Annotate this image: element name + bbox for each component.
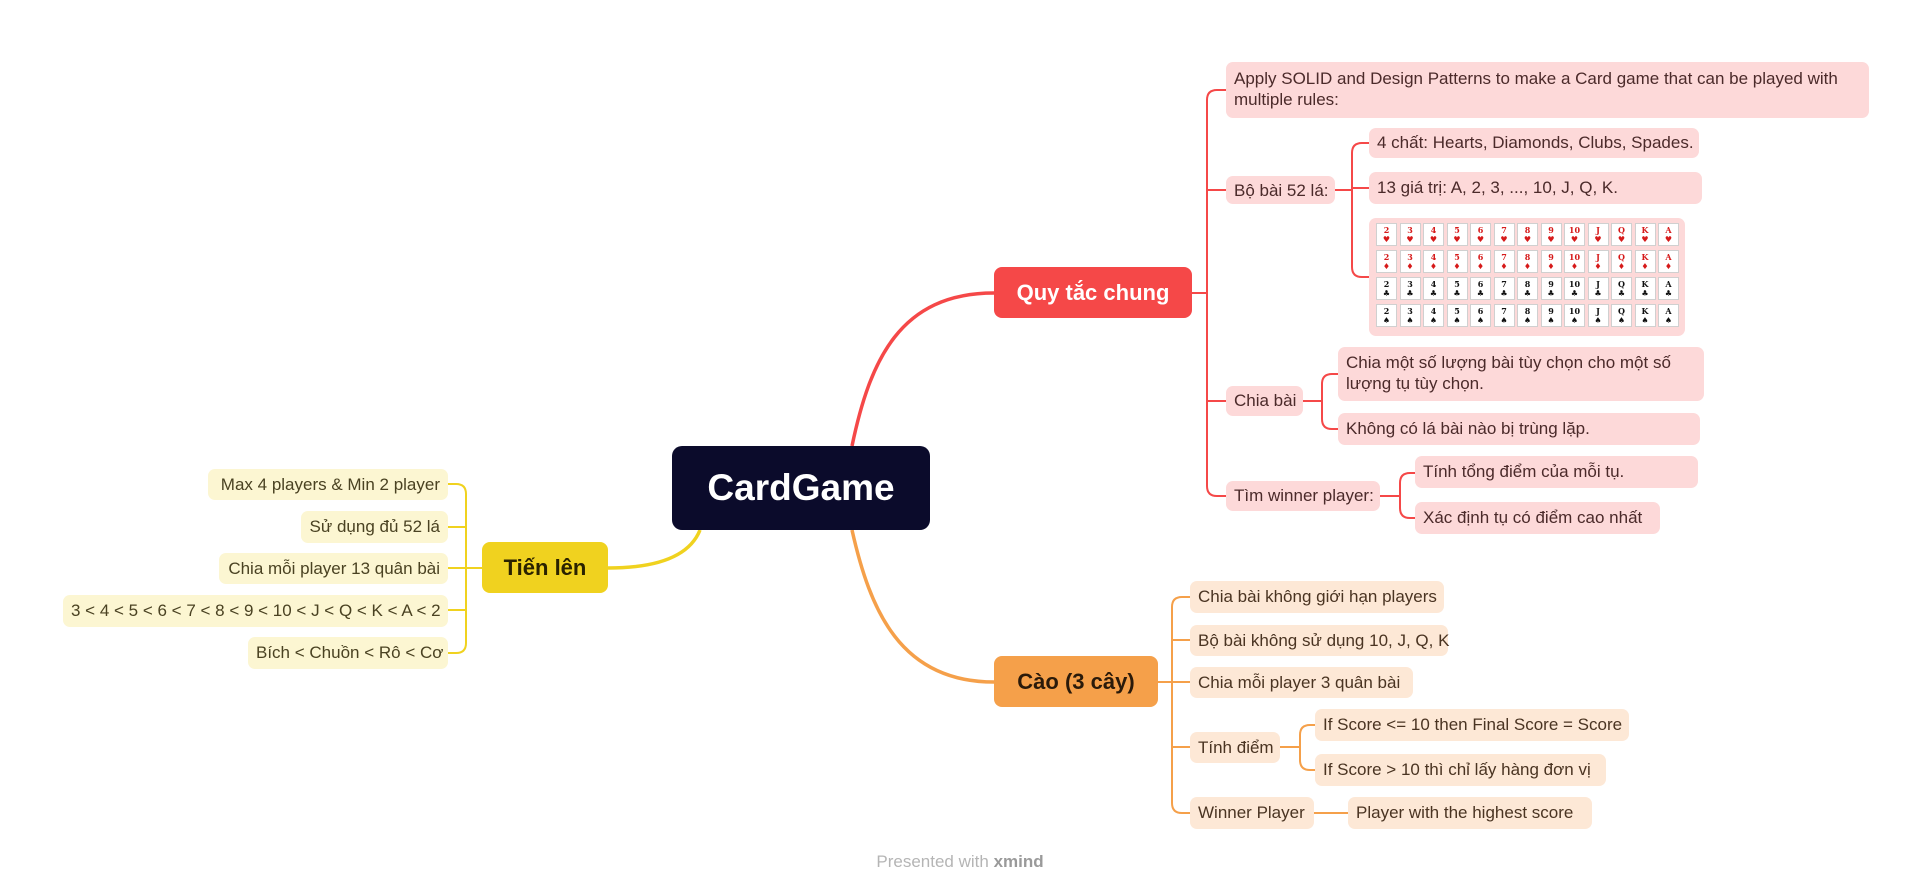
playing-card: A♣ [1658, 277, 1679, 300]
playing-card: 8♦ [1517, 250, 1538, 273]
topic-khong-trung-lap[interactable]: Không có lá bài nào bị trùng lặp. [1338, 413, 1700, 445]
playing-card: Q♣ [1611, 277, 1632, 300]
playing-card: 6♠ [1470, 304, 1491, 327]
topic-chia-bai[interactable]: Chia bài [1226, 386, 1303, 416]
playing-card: 4♠ [1423, 304, 1444, 327]
branch-tien-len[interactable]: Tiến lên [482, 542, 608, 593]
playing-card: K♣ [1634, 277, 1656, 300]
xmind-logo: xmind [993, 852, 1044, 871]
topic-cao-bo-bai[interactable]: Bộ bài không sử dụng 10, J, Q, K [1190, 625, 1449, 656]
topic-max-players[interactable]: Max 4 players & Min 2 player [208, 469, 448, 500]
playing-card: A♦ [1658, 250, 1679, 273]
playing-card: 4♥ [1423, 223, 1444, 246]
topic-score-gt-10[interactable]: If Score > 10 thì chỉ lấy hàng đơn vị [1315, 754, 1606, 786]
presented-with-footer: Presented with xmind [0, 852, 1920, 872]
playing-card: 5♦ [1446, 250, 1468, 273]
topic-intro-solid[interactable]: Apply SOLID and Design Patterns to make … [1226, 62, 1869, 118]
playing-card: 5♥ [1446, 223, 1468, 246]
playing-card: K♥ [1634, 223, 1656, 246]
playing-card: 9♣ [1540, 277, 1562, 300]
branch-quy-tac-chung[interactable]: Quy tắc chung [994, 267, 1192, 318]
playing-card: K♦ [1634, 250, 1656, 273]
topic-score-le-10[interactable]: If Score <= 10 then Final Score = Score [1315, 709, 1629, 741]
playing-card: 2♥ [1376, 223, 1397, 246]
playing-card: 8♥ [1517, 223, 1538, 246]
playing-card: 10♠ [1564, 304, 1585, 327]
playing-card: 10♦ [1564, 250, 1585, 273]
topic-tinh-diem[interactable]: Tính điểm [1190, 732, 1280, 763]
playing-card: 8♣ [1517, 277, 1538, 300]
playing-card: 8♠ [1517, 304, 1538, 327]
topic-chia-bai-tuy-chon[interactable]: Chia một số lượng bài tùy chọn cho một s… [1338, 347, 1704, 401]
topic-highest-score[interactable]: Player with the highest score [1348, 797, 1592, 829]
playing-card: J♥ [1587, 223, 1609, 246]
playing-card: 4♦ [1423, 250, 1444, 273]
playing-card: 9♠ [1540, 304, 1562, 327]
playing-card: 7♣ [1493, 277, 1515, 300]
playing-card: Q♥ [1611, 223, 1632, 246]
playing-card: 3♥ [1399, 223, 1421, 246]
playing-card: 5♣ [1446, 277, 1468, 300]
playing-card: 2♠ [1376, 304, 1397, 327]
topic-tim-winner[interactable]: Tìm winner player: [1226, 481, 1380, 511]
topic-rank-order[interactable]: 3 < 4 < 5 < 6 < 7 < 8 < 9 < 10 < J < Q <… [63, 595, 448, 627]
topic-bo-bai-suits[interactable]: 4 chất: Hearts, Diamonds, Clubs, Spades. [1369, 128, 1699, 158]
topic-winner-player[interactable]: Winner Player [1190, 797, 1314, 829]
topic-suit-order[interactable]: Bích < Chuồn < Rô < Cơ [248, 637, 448, 669]
card-deck-image: 2♥3♥4♥5♥6♥7♥8♥9♥10♥J♥Q♥K♥A♥2♦3♦4♦5♦6♦7♦8… [1369, 218, 1685, 336]
playing-card: J♣ [1587, 277, 1609, 300]
playing-card: 2♦ [1376, 250, 1397, 273]
playing-card: 6♣ [1470, 277, 1491, 300]
footer-prefix: Presented with [876, 852, 989, 871]
playing-card: 4♣ [1423, 277, 1444, 300]
playing-card: A♠ [1658, 304, 1679, 327]
topic-cao-khong-gioi-han[interactable]: Chia bài không giới hạn players [1190, 581, 1444, 613]
topic-tinh-tong-diem[interactable]: Tính tổng điểm của mỗi tụ. [1415, 456, 1698, 488]
playing-card: 10♣ [1564, 277, 1585, 300]
playing-card: K♠ [1634, 304, 1656, 327]
playing-card: 2♣ [1376, 277, 1397, 300]
topic-cao-chia-3[interactable]: Chia mỗi player 3 quân bài [1190, 667, 1413, 698]
playing-card: 7♥ [1493, 223, 1515, 246]
playing-card: 9♦ [1540, 250, 1562, 273]
branch-cao[interactable]: Cào (3 cây) [994, 656, 1158, 707]
topic-bo-bai[interactable]: Bộ bài 52 lá: [1226, 176, 1335, 204]
playing-card: 7♦ [1493, 250, 1515, 273]
playing-card: A♥ [1658, 223, 1679, 246]
playing-card: Q♦ [1611, 250, 1632, 273]
playing-card: J♠ [1587, 304, 1609, 327]
playing-card: 6♦ [1470, 250, 1491, 273]
playing-card: 3♦ [1399, 250, 1421, 273]
playing-card: 10♥ [1564, 223, 1585, 246]
topic-bo-bai-values[interactable]: 13 giá trị: A, 2, 3, ..., 10, J, Q, K. [1369, 172, 1702, 204]
playing-card: 3♣ [1399, 277, 1421, 300]
playing-card: J♦ [1587, 250, 1609, 273]
playing-card: 6♥ [1470, 223, 1491, 246]
playing-card: 7♠ [1493, 304, 1515, 327]
playing-card: 3♠ [1399, 304, 1421, 327]
playing-card: Q♠ [1611, 304, 1632, 327]
central-topic-cardgame[interactable]: CardGame [672, 446, 930, 530]
playing-card: 9♥ [1540, 223, 1562, 246]
playing-card: 5♠ [1446, 304, 1468, 327]
topic-su-dung-52[interactable]: Sử dụng đủ 52 lá [301, 511, 448, 543]
topic-diem-cao-nhat[interactable]: Xác định tụ có điểm cao nhất [1415, 502, 1660, 534]
topic-chia-13[interactable]: Chia mỗi player 13 quân bài [219, 553, 448, 584]
